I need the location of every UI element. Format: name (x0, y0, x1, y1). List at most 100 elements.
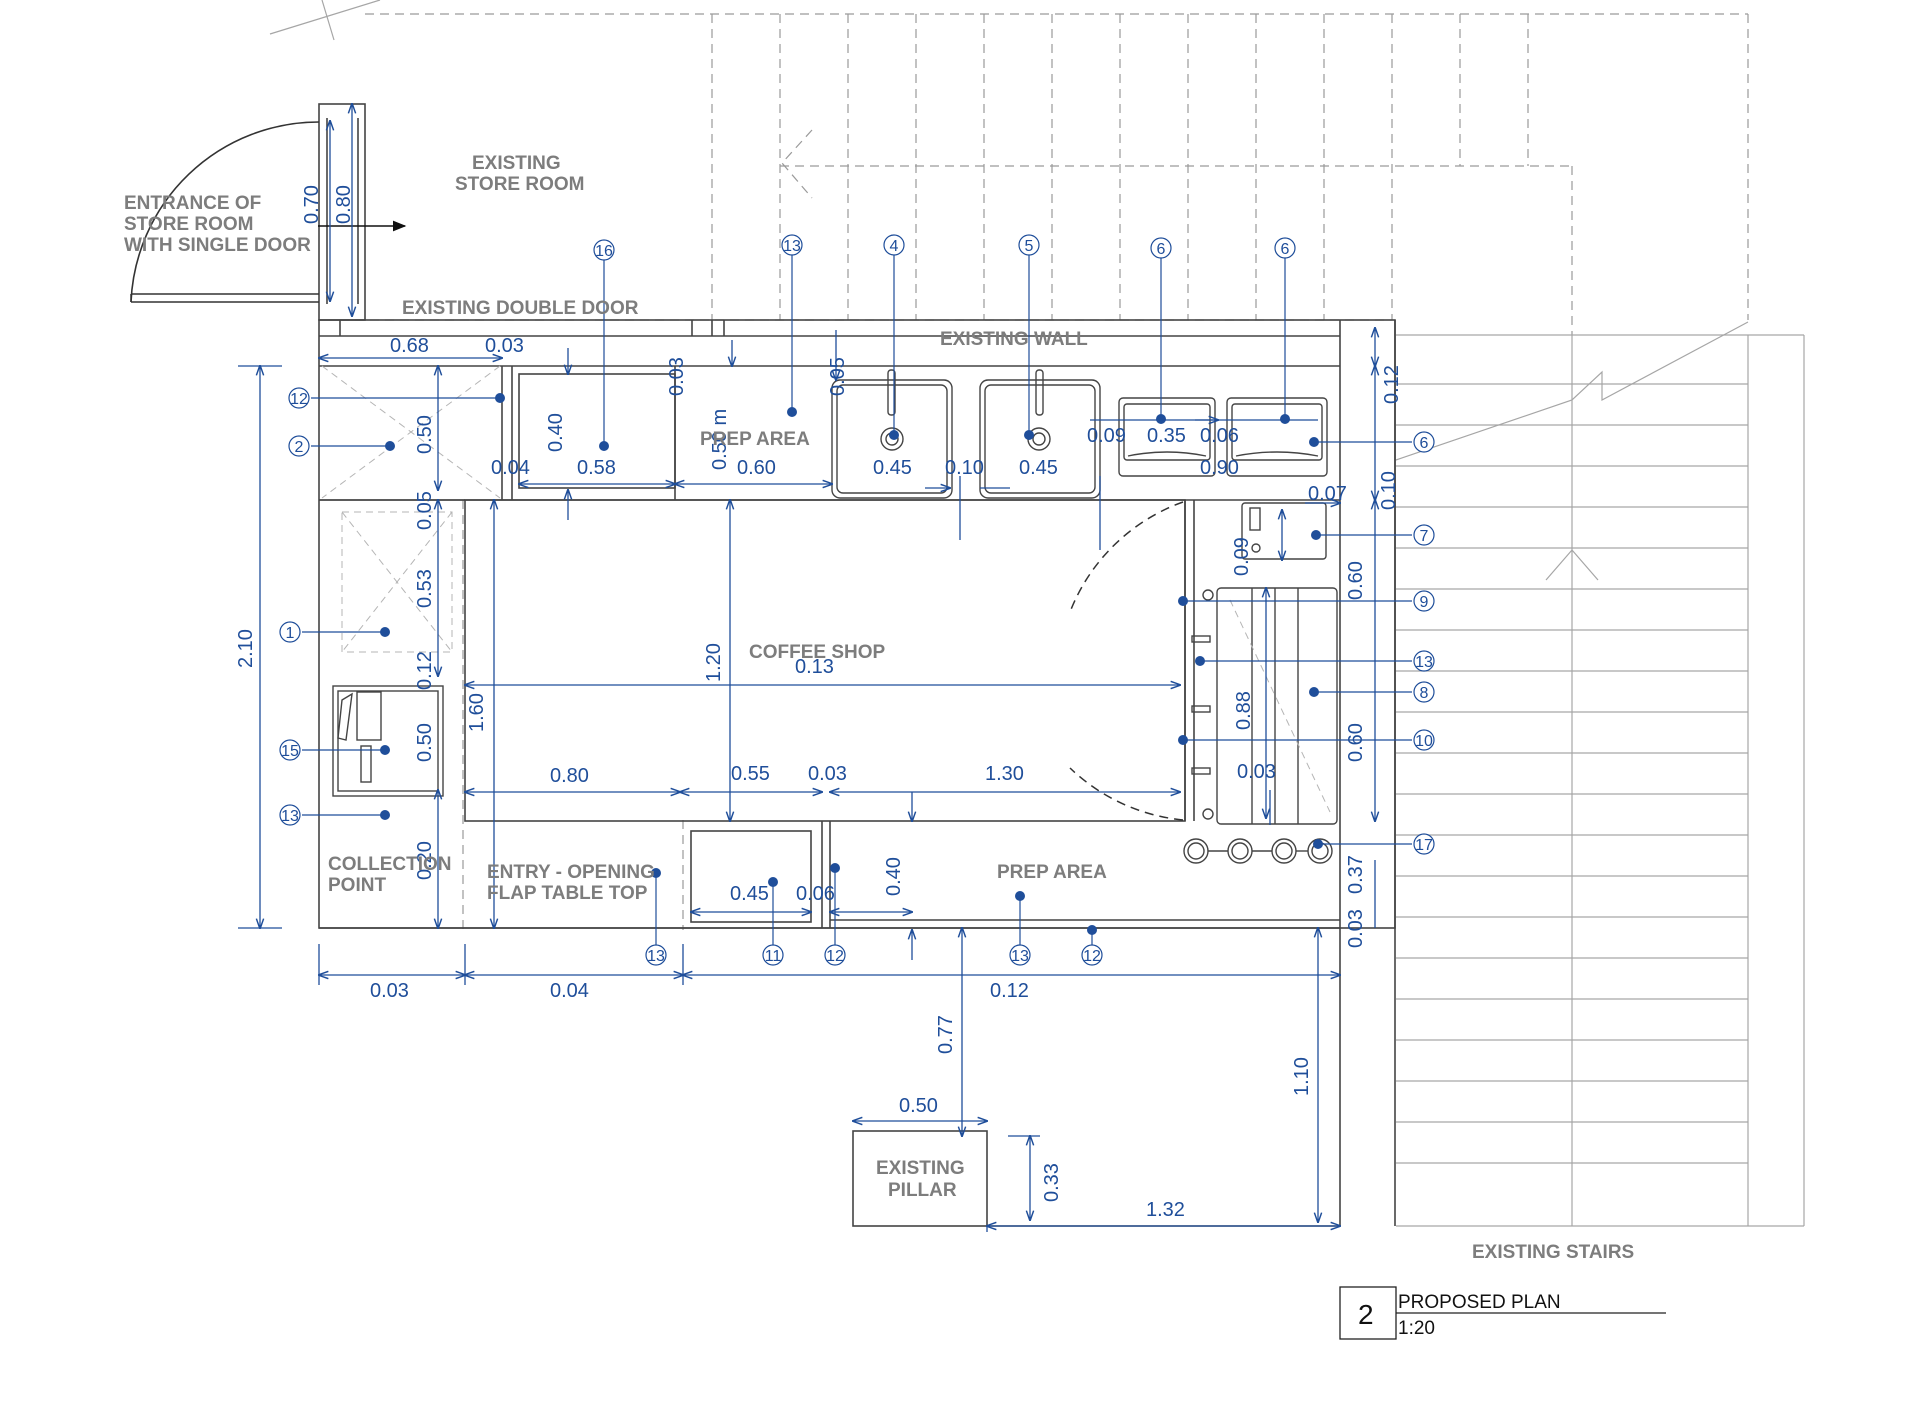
dimension-label: 1.20 (703, 643, 725, 682)
door-swings (130, 121, 1184, 821)
tag-label: 13 (783, 238, 801, 255)
dimension-label: 0.88 (1233, 691, 1255, 730)
tag-circles (279, 234, 1435, 966)
dimension-label: 1.10 (1291, 1057, 1313, 1096)
dimension-label: 0.10 (945, 457, 984, 479)
dimension-label: 0.50 (414, 415, 436, 454)
coffee-shop-label: COFFEE SHOP (749, 642, 886, 663)
prep-area-bottom-label: PREP AREA (997, 862, 1107, 883)
tag-label: 13 (1011, 948, 1029, 965)
dimension-label: 0.06 (796, 883, 835, 905)
tag-label: 1 (286, 625, 295, 642)
collection-point-label-line-2: POINT (328, 875, 386, 896)
dimension-label: 0.40 (545, 413, 567, 452)
dimension-label: 0.04 (550, 980, 589, 1002)
entrance-label-line-2: STORE ROOM (124, 214, 254, 235)
dimension-label: 0.60 (1345, 561, 1367, 600)
equipment (332, 369, 1338, 864)
dimension-label: 0.60 (1345, 723, 1367, 762)
tag-label: 12 (1083, 948, 1101, 965)
dimension-label: 0.12 (1381, 365, 1403, 404)
tag-label: 6 (1281, 241, 1290, 258)
dimension-label: 1.30 (985, 763, 1024, 785)
tag-label: 13 (647, 948, 665, 965)
tag-label: 12 (826, 948, 844, 965)
tag-label: 13 (281, 808, 299, 825)
dimension-label: 0.55 (731, 763, 770, 785)
dimension-label: 0.20 (414, 841, 436, 880)
dimension-label: 0.80 (333, 185, 355, 224)
title-number: 2 (1358, 1299, 1374, 1330)
tag-label: 9 (1420, 594, 1429, 611)
collection-point-label-line-1: COLLECTION (328, 854, 452, 875)
dimension-label: 0.12 (414, 651, 436, 690)
hatch-lines (321, 365, 1331, 813)
store-room-label-line-1: EXISTING (472, 153, 561, 174)
dimension-label: 0.70 (301, 185, 323, 224)
pillar-label-line-1: EXISTING (876, 1158, 965, 1179)
dimension-label: 0.05 (414, 491, 436, 530)
entrance-label-line-1: ENTRANCE OF (124, 193, 261, 214)
tag-label: 4 (890, 238, 899, 255)
existing-stairs-label: EXISTING STAIRS (1472, 1242, 1634, 1263)
tag-label: 6 (1157, 241, 1166, 258)
tag-numbers: 16 13 4 5 6 6 12 2 6 7 9 13 8 10 17 1 15… (281, 238, 1433, 965)
dimension-label: 0.53 (414, 569, 436, 608)
dimension-label: 0.03 (1237, 761, 1276, 783)
dimension-label: 0.50 (899, 1095, 938, 1117)
dimension-label: 0.03 (485, 335, 524, 357)
dimension-label: 0.03 (1345, 909, 1367, 948)
dimension-label: 0.40 (883, 857, 905, 896)
dimension-label: 0.77 (935, 1015, 957, 1054)
tag-label: 10 (1415, 733, 1433, 750)
walls (318, 103, 1396, 1227)
dimension-label: 0.45 (873, 457, 912, 479)
entry-opening-label-line-2: FLAP TABLE TOP (487, 883, 648, 904)
dimension-label: 0.50 (414, 723, 436, 762)
dimension-label: 0.90 (1200, 457, 1239, 479)
dimension-label: 0.09 (1231, 537, 1253, 576)
leader-lines (302, 255, 1412, 946)
dimension-texts: 0.68 0.03 0.70 0.80 0.40 0.58 0.03 0.50 … (235, 185, 1403, 1221)
store-room-label-line-2: STORE ROOM (455, 174, 585, 195)
dimension-label: 0.80 (550, 765, 589, 787)
dimension-label: 0.03 (370, 980, 409, 1002)
tag-label: 8 (1420, 685, 1429, 702)
dimension-label: 0.06 (1200, 425, 1239, 447)
dimension-label: 2.10 (235, 629, 257, 668)
entry-opening-label-line-1: ENTRY - OPENING (487, 862, 655, 883)
tag-label: 15 (281, 743, 299, 760)
dimension-label: 0.09 (1087, 425, 1126, 447)
dimension-label: 1.60 (466, 693, 488, 732)
room-labels: ENTRANCE OF STORE ROOM WITH SINGLE DOOR … (124, 153, 1634, 1263)
dimension-label: 1.32 (1146, 1199, 1185, 1221)
pillar-label-line-2: PILLAR (888, 1180, 957, 1201)
dimension-label: 0.10 (1378, 471, 1400, 510)
title-scale: 1:20 (1398, 1318, 1435, 1339)
tag-label: 6 (1420, 435, 1429, 452)
existing-stairs (269, 0, 1805, 1227)
entrance-label-line-3: WITH SINGLE DOOR (124, 235, 311, 256)
existing-wall-label: EXISTING WALL (940, 329, 1088, 350)
tag-label: 16 (595, 243, 613, 260)
dimension-label: 0.35 (1147, 425, 1186, 447)
dimension-label: 0.07 (1308, 483, 1347, 505)
tag-label: 11 (765, 948, 782, 965)
dimension-label: 0.05 (827, 357, 849, 396)
tag-label: 5 (1025, 238, 1034, 255)
title-block: 2 PROPOSED PLAN 1:20 (1339, 1286, 1666, 1340)
prep-area-top-label: PREP AREA (700, 429, 810, 450)
dimension-label: 0.68 (390, 335, 429, 357)
dimension-label: 0.45 (1019, 457, 1058, 479)
tag-label: 13 (1415, 654, 1433, 671)
dimension-label: 0.04 (491, 457, 530, 479)
dimension-label: 0.37 (1345, 855, 1367, 894)
dimension-label: 0.12 (990, 980, 1029, 1002)
dimension-lines (238, 104, 1375, 1232)
dimension-label: 0.60 (737, 457, 776, 479)
double-door-label: EXISTING DOUBLE DOOR (402, 298, 639, 319)
dimension-label: 0.50 m (709, 409, 731, 470)
title-name: PROPOSED PLAN (1398, 1292, 1561, 1313)
tag-label: 7 (1420, 528, 1429, 545)
